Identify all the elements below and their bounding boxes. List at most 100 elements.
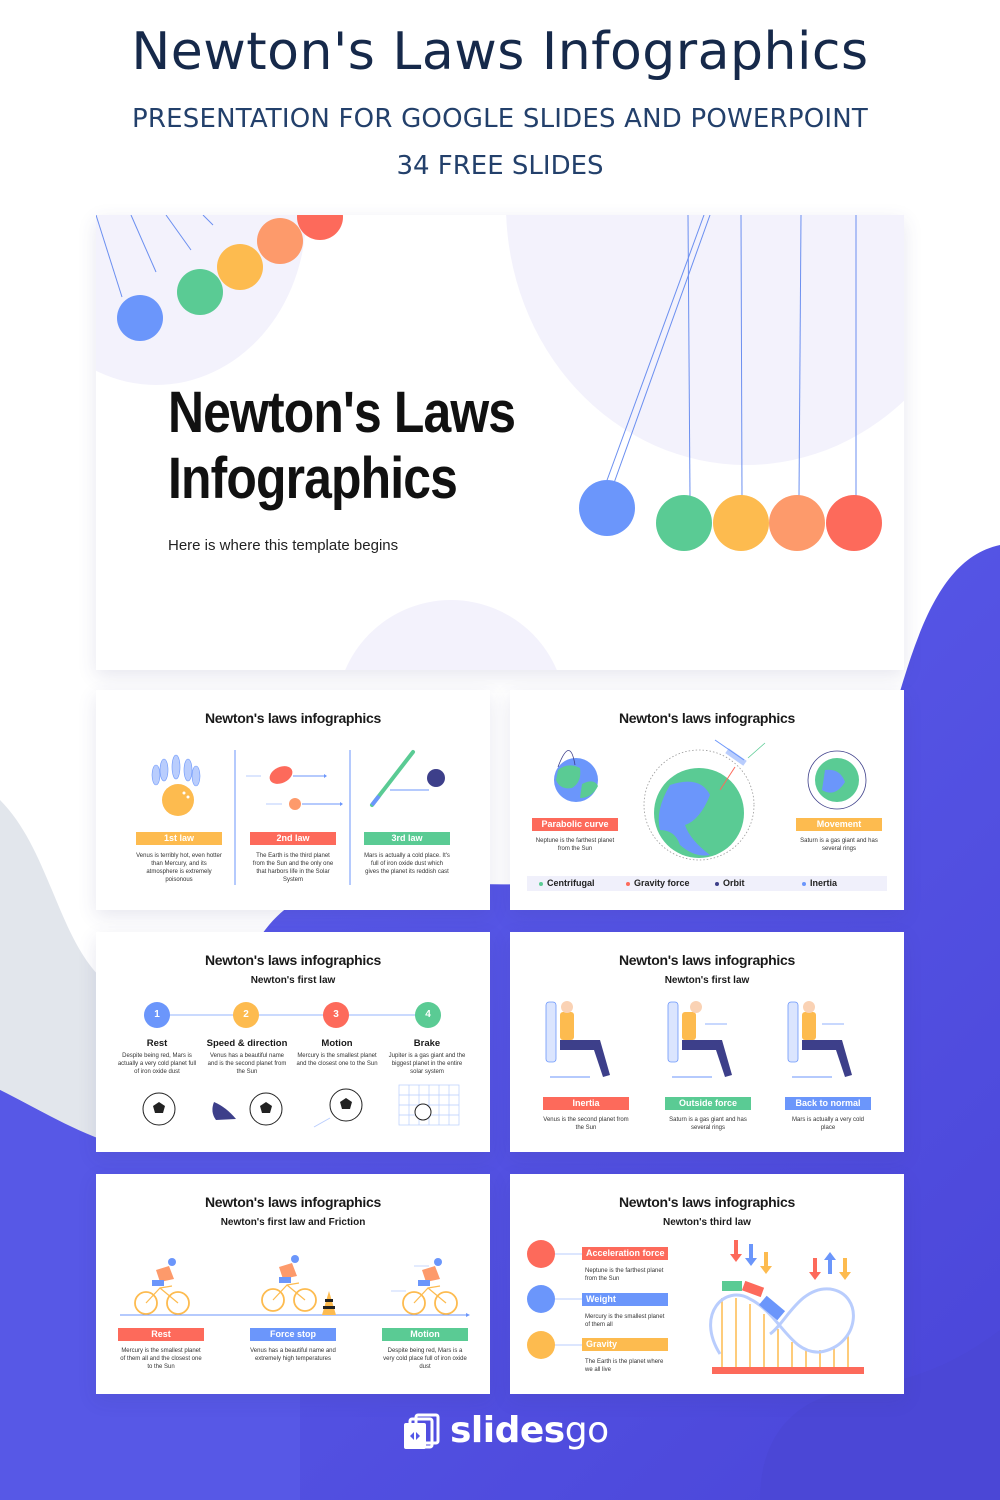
slide-preview-first-law-steps[interactable]: Newton's laws infographics Newton's firs… bbox=[96, 932, 490, 1152]
legend-dot bbox=[539, 881, 543, 886]
slide-preview-three-laws[interactable]: Newton's laws infographics 1st law 2 bbox=[96, 690, 490, 910]
concept-description: Saturn is a gas giant and has several ri… bbox=[800, 838, 878, 852]
acceleration-icon bbox=[527, 1240, 555, 1268]
slide-title: Newton's laws infographics bbox=[618, 952, 795, 968]
step-number: 3 bbox=[323, 1002, 349, 1028]
force-description: Neptune is the farthest planet from the … bbox=[585, 1268, 664, 1282]
cover-subtitle: Here is where this template begins bbox=[168, 537, 399, 554]
legend-item-inertia: Inertia bbox=[802, 876, 837, 891]
earth-large-icon bbox=[654, 768, 744, 858]
slide-title: Newton's laws infographics bbox=[204, 710, 381, 726]
phase-description: Venus is the second planet from the Sun bbox=[543, 1117, 629, 1131]
newtons-cradle-illustration bbox=[96, 215, 882, 551]
force-arrows-icon bbox=[730, 1240, 851, 1280]
passenger-seat-icon bbox=[545, 1001, 610, 1078]
shoe-soccer-ball-icon bbox=[212, 1092, 283, 1126]
passenger-seat-icon bbox=[787, 1001, 852, 1078]
slide-title: Newton's laws infographics bbox=[204, 1194, 381, 1210]
earth-small-icon bbox=[554, 750, 598, 802]
slidesgo-wordmark: slidesgo bbox=[450, 1410, 609, 1451]
cyclist-icon bbox=[261, 1255, 317, 1312]
step-description: Mercury is the smallest planet and the c… bbox=[296, 1053, 378, 1067]
phase-description: Saturn is a gas giant and has several ri… bbox=[669, 1117, 747, 1131]
step-description: Despite being red, Mars is actually a ve… bbox=[117, 1053, 197, 1075]
soccer-ball-icon bbox=[142, 1092, 176, 1126]
law-label: 3rd law bbox=[364, 832, 450, 845]
phase-description: Despite being red, Mars is a very cold p… bbox=[383, 1348, 467, 1370]
goal-net-icon bbox=[398, 1084, 460, 1126]
timeline-line bbox=[142, 1014, 460, 1128]
laws-illustrations bbox=[151, 750, 445, 885]
rollercoaster-illustration bbox=[527, 1240, 864, 1374]
legend-dot bbox=[626, 881, 630, 886]
concept-description: Neptune is the farthest planet from the … bbox=[535, 838, 615, 852]
legend-dot bbox=[802, 881, 806, 886]
weight-icon bbox=[527, 1285, 555, 1313]
slide-title: Newton's laws infographics bbox=[204, 952, 381, 968]
baseball-bat-ball-icon bbox=[370, 750, 445, 807]
phase-label: Motion bbox=[382, 1328, 468, 1341]
slide-preview-orbit[interactable]: Newton's laws infographics Parabolic cur… bbox=[510, 690, 904, 910]
law-label: 1st law bbox=[136, 832, 222, 845]
slide-count: 34 FREE SLIDES bbox=[396, 151, 604, 181]
slide-subtitle: Newton's first law bbox=[250, 975, 336, 986]
gravity-icon bbox=[527, 1331, 555, 1359]
slide-subtitle: Newton's first law bbox=[664, 975, 750, 986]
legend-item-orbit: Orbit bbox=[715, 876, 745, 891]
slidesgo-logo-icon bbox=[404, 1413, 440, 1449]
slide-title: Newton's laws infographics bbox=[618, 710, 795, 726]
slide-subtitle: Newton's third law bbox=[663, 1217, 751, 1228]
cover-slide-preview[interactable]: Newton's Laws Infographics Here is where… bbox=[96, 215, 904, 670]
soccer-ball-kick-icon bbox=[313, 1088, 363, 1128]
force-label: Gravity bbox=[582, 1338, 668, 1351]
phase-description: Mars is actually a very cold place bbox=[791, 1117, 865, 1131]
force-description: Mercury is the smallest planet of them a… bbox=[585, 1314, 665, 1328]
page-subtitle: PRESENTATION FOR GOOGLE SLIDES AND POWER… bbox=[132, 104, 868, 134]
law-description: Venus is terribly hot, even hotter than … bbox=[136, 853, 222, 883]
phase-label: Inertia bbox=[543, 1097, 629, 1110]
passenger-seat-icon bbox=[667, 1001, 732, 1078]
slide-preview-third-law[interactable]: Newton's laws infographics Newton's thir… bbox=[510, 1174, 904, 1394]
cover-title: Newton's Laws Infographics bbox=[168, 380, 516, 511]
rollercoaster-icon bbox=[709, 1280, 864, 1374]
step-heading: Speed & direction bbox=[206, 1038, 288, 1049]
law-label: 2nd law bbox=[250, 832, 336, 845]
legend-item-gravity-force: Gravity force bbox=[626, 876, 690, 891]
passenger-illustrations bbox=[545, 1001, 852, 1078]
slide-preview-seated-passenger[interactable]: Newton's laws infographics Newton's firs… bbox=[510, 932, 904, 1152]
step-heading: Rest bbox=[146, 1038, 168, 1049]
page-title: Newton's Laws Infographics bbox=[131, 22, 869, 82]
force-description: The Earth is the planet where we all liv… bbox=[585, 1359, 664, 1373]
slide-subtitle: Newton's first law and Friction bbox=[220, 1217, 366, 1228]
step-heading: Motion bbox=[321, 1038, 353, 1049]
orbit-illustration bbox=[554, 739, 867, 861]
slide-preview-friction[interactable]: Newton's laws infographics Newton's firs… bbox=[96, 1174, 490, 1394]
slide-title: Newton's laws infographics bbox=[618, 1194, 795, 1210]
cyclist-illustrations bbox=[120, 1255, 470, 1317]
phase-label: Rest bbox=[118, 1328, 204, 1341]
bowling-ball-pins-icon bbox=[151, 754, 201, 816]
step-description: Jupiter is a gas giant and the biggest p… bbox=[388, 1053, 466, 1075]
phase-description: Mercury is the smallest planet of them a… bbox=[120, 1348, 202, 1370]
concept-label: Parabolic curve bbox=[532, 818, 618, 831]
earth-ring-icon bbox=[807, 750, 867, 810]
step-number: 1 bbox=[144, 1002, 170, 1028]
phase-label: Force stop bbox=[250, 1328, 336, 1341]
satellite-icon bbox=[714, 739, 766, 791]
traffic-cone-icon bbox=[322, 1291, 336, 1315]
phase-label: Back to normal bbox=[785, 1097, 871, 1110]
concept-label: Movement bbox=[796, 818, 882, 831]
phase-label: Outside force bbox=[665, 1097, 751, 1110]
cyclist-icon bbox=[391, 1258, 458, 1315]
step-description: Venus has a beautiful name and is the se… bbox=[207, 1053, 287, 1075]
slidesgo-logo[interactable]: slidesgo bbox=[404, 1410, 609, 1451]
legend-item-centrifugal: Centrifugal bbox=[539, 876, 595, 891]
football-tennis-ball-icon bbox=[246, 766, 343, 810]
step-heading: Brake bbox=[413, 1038, 441, 1049]
step-number: 2 bbox=[233, 1002, 259, 1028]
legend-dot bbox=[715, 881, 719, 886]
force-label: Weight bbox=[582, 1293, 668, 1306]
force-label: Acceleration force bbox=[582, 1247, 668, 1260]
law-description: Mars is actually a cold place. It's full… bbox=[364, 853, 450, 875]
cyclist-icon bbox=[134, 1258, 190, 1315]
